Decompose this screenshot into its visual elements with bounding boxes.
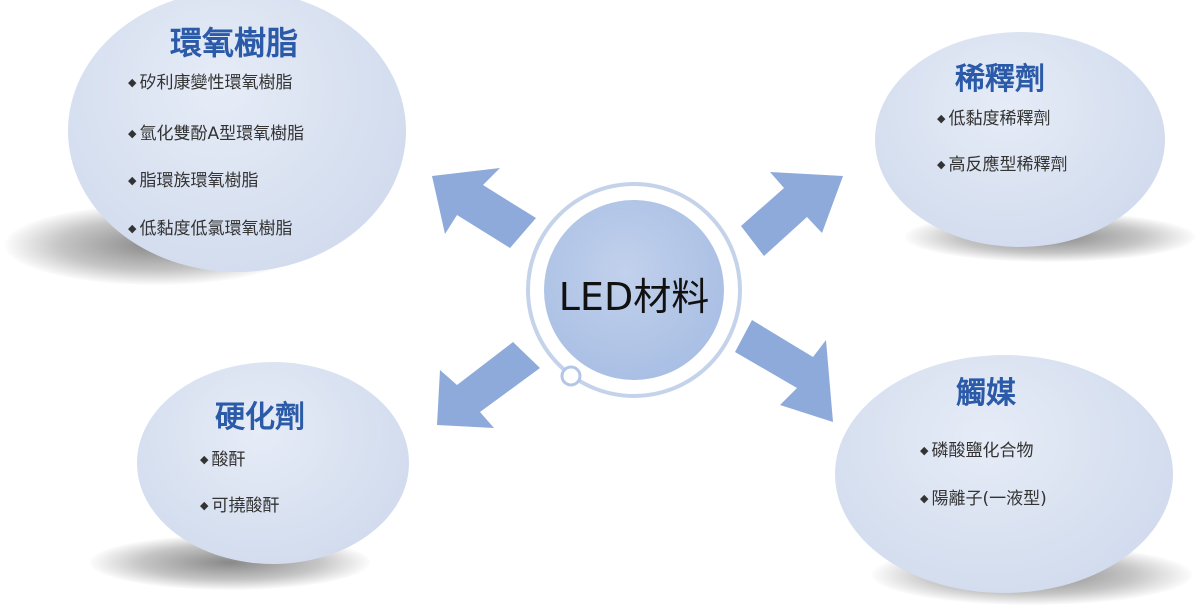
list-item: ◆磷酸鹽化合物 <box>920 441 1034 461</box>
center-label: LED材料 <box>558 275 710 319</box>
group-title-diluent: 稀釋劑 <box>955 62 1045 97</box>
arrow-to-catalyst <box>735 320 833 422</box>
bubble-diluent <box>875 32 1165 247</box>
list-item: ◆矽利康變性環氧樹脂 <box>128 73 293 93</box>
list-item: ◆可撓酸酐 <box>200 496 280 516</box>
diamond-bullet-icon: ◆ <box>937 112 946 125</box>
arrow-to-hardener <box>437 342 540 428</box>
bubble-catalyst <box>835 355 1173 593</box>
center-circle <box>544 200 724 380</box>
bubble-hardener <box>137 362 409 564</box>
diamond-bullet-icon: ◆ <box>128 174 137 187</box>
list-item: ◆陽離子(一液型) <box>920 489 1047 509</box>
arrow-to-epoxy <box>432 168 536 248</box>
list-item: ◆高反應型稀釋劑 <box>937 155 1068 175</box>
list-item: ◆氫化雙酚A型環氧樹脂 <box>128 124 305 144</box>
arrow-to-diluent <box>741 172 843 256</box>
diamond-bullet-icon: ◆ <box>937 158 946 171</box>
diamond-bullet-icon: ◆ <box>200 499 209 512</box>
group-title-catalyst: 觸媒 <box>956 376 1016 411</box>
group-title-hardener: 硬化劑 <box>215 400 305 435</box>
list-item: ◆酸酐 <box>200 450 246 470</box>
list-item: ◆低黏度低氯環氧樹脂 <box>128 219 293 239</box>
diamond-bullet-icon: ◆ <box>920 492 929 505</box>
diamond-bullet-icon: ◆ <box>200 453 209 466</box>
ring-node <box>560 365 582 387</box>
diamond-bullet-icon: ◆ <box>128 127 137 140</box>
bubble-epoxy-resin <box>68 0 406 272</box>
diamond-bullet-icon: ◆ <box>128 222 137 235</box>
diamond-bullet-icon: ◆ <box>920 444 929 457</box>
list-item: ◆脂環族環氧樹脂 <box>128 171 259 191</box>
group-title-epoxy-resin: 環氧樹脂 <box>170 24 299 62</box>
diamond-bullet-icon: ◆ <box>128 76 137 89</box>
list-item: ◆低黏度稀釋劑 <box>937 109 1051 129</box>
